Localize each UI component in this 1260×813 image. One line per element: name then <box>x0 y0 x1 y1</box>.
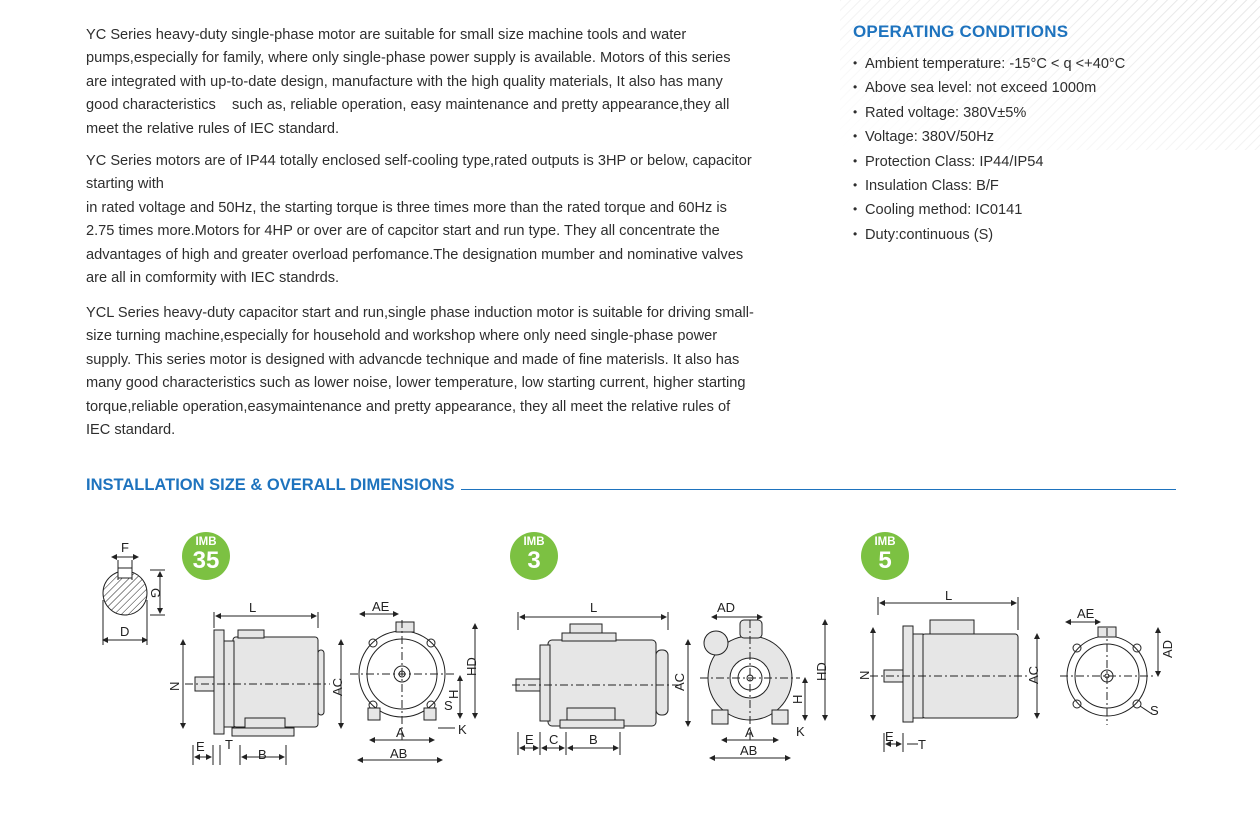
text-line: good characteristics such as, reliable o… <box>86 97 730 114</box>
badge-number: 35 <box>192 547 220 574</box>
list-item: Protection Class: IP44/IP54 <box>853 150 1125 174</box>
text-line: size turning machine,especially for hous… <box>86 328 718 345</box>
label-ad: AD <box>717 600 735 615</box>
label-c: C <box>549 732 558 747</box>
installation-section-title: INSTALLATION SIZE & OVERALL DIMENSIONS <box>86 476 461 495</box>
label-e: E <box>885 729 894 744</box>
badge-label: IMB <box>874 536 896 548</box>
label-l: L <box>249 600 256 615</box>
label-n: N <box>857 671 872 680</box>
list-item: Voltage: 380V/50Hz <box>853 125 1125 149</box>
text-line: YC Series motors are of IP44 totally enc… <box>86 153 752 169</box>
label-ae: AE <box>372 599 390 614</box>
label-e: E <box>196 739 205 754</box>
imb35-side-view <box>180 612 344 765</box>
imb3-front-view <box>700 614 828 761</box>
label-ad: AD <box>1160 640 1175 658</box>
text-line: are all in comformity with IEC standrds. <box>86 270 340 287</box>
imb5-front-view <box>1060 619 1161 725</box>
badge-imb35: IMB 35 <box>182 532 230 580</box>
list-item: Ambient temperature: -15°C < q <+40°C <box>853 52 1125 76</box>
label-f: F <box>121 540 129 555</box>
text-line: IEC standard. <box>86 422 176 439</box>
list-item: Rated voltage: 380V±5% <box>853 101 1125 125</box>
intro-paragraph-yc: YC Series heavy-duty single-phase motor … <box>86 24 798 141</box>
label-s: S <box>1150 703 1159 718</box>
operating-conditions-title: OPERATING CONDITIONS <box>853 22 1069 41</box>
imb3-side-view <box>512 612 691 755</box>
text-line: supply. This series motor is designed wi… <box>86 351 740 368</box>
label-ae: AE <box>1077 606 1095 621</box>
badge-number: 3 <box>527 547 541 574</box>
section-divider <box>86 489 1176 490</box>
badge-label: IMB <box>195 536 217 548</box>
label-h: H <box>446 690 461 699</box>
label-hd: HD <box>814 662 829 681</box>
badge-label: IMB <box>523 536 545 548</box>
shaft-section-drawing <box>102 554 165 645</box>
text-line: many good characteristics such as lower … <box>86 375 746 392</box>
badge-imb3: IMB 3 <box>510 532 558 580</box>
label-b: B <box>589 732 598 747</box>
label-g: G <box>148 588 163 598</box>
imb35-front-view <box>350 611 478 763</box>
dimension-labels: F G D L N AC E T B AE HD H S A K AB L AC… <box>120 540 1175 762</box>
label-l: L <box>590 600 597 615</box>
text-line: are integrated with up-to-date design, m… <box>86 73 723 90</box>
label-ab: AB <box>390 746 407 761</box>
label-b: B <box>258 747 267 762</box>
intro-paragraph-yc-motors: YC Series motors are of IP44 totally enc… <box>86 150 798 290</box>
label-s: S <box>444 698 453 713</box>
text-line: advantages of high and greater overload … <box>86 246 744 263</box>
label-a: A <box>396 725 405 740</box>
label-h: H <box>790 695 805 704</box>
label-ac: AC <box>330 678 345 696</box>
text-line: in rated voltage and 50Hz, the starting … <box>86 199 727 216</box>
label-d: D <box>120 624 129 639</box>
label-a: A <box>745 725 754 740</box>
label-ab: AB <box>740 743 757 758</box>
list-item: Insulation Class: B/F <box>853 174 1125 198</box>
list-item: Cooling method: IC0141 <box>853 198 1125 222</box>
badge-number: 5 <box>878 547 892 574</box>
label-t: T <box>225 737 233 752</box>
text-line: meet the relative rules of IEC standard. <box>86 120 340 137</box>
list-item: Duty:continuous (S) <box>853 223 1125 247</box>
label-k: K <box>458 722 467 737</box>
label-e: E <box>525 732 534 747</box>
text-line: torque,reliable operation,easymaintenanc… <box>86 398 731 415</box>
list-item: Above sea level: not exceed 1000m <box>853 76 1125 100</box>
text-line: 2.75 times more.Motors for 4HP or over a… <box>86 223 720 240</box>
label-n: N <box>167 682 182 691</box>
text-line: YCL Series heavy-duty capacitor start an… <box>86 305 754 321</box>
label-ac: AC <box>1026 666 1041 684</box>
label-l: L <box>945 588 952 603</box>
operating-conditions-list: Ambient temperature: -15°C < q <+40°C Ab… <box>853 52 1125 247</box>
label-hd: HD <box>464 657 479 676</box>
text-line: pumps,especially for family, where only … <box>86 50 731 67</box>
badge-imb5: IMB 5 <box>861 532 909 580</box>
imb5-side-view <box>870 597 1040 752</box>
label-t: T <box>918 737 926 752</box>
text-line: YC Series heavy-duty single-phase motor … <box>86 27 687 43</box>
text-line: starting with <box>86 176 164 193</box>
label-ac: AC <box>672 673 687 691</box>
intro-paragraph-ycl: YCL Series heavy-duty capacitor start an… <box>86 302 798 442</box>
label-k: K <box>796 724 805 739</box>
